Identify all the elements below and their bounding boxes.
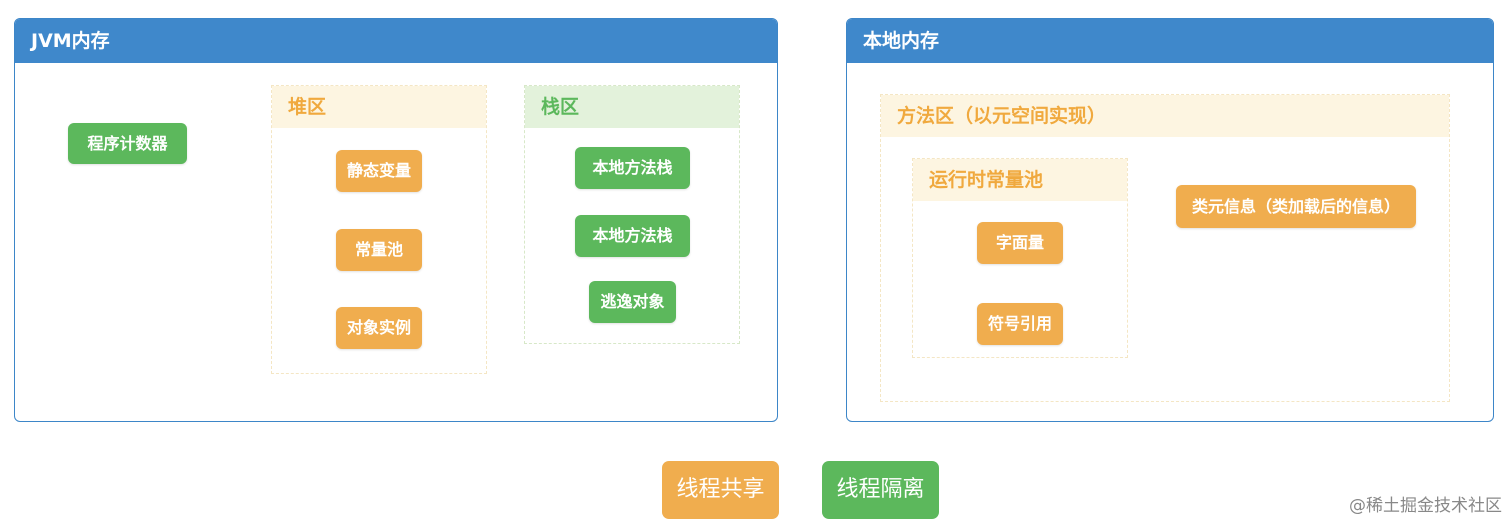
symbolic-references-chip: 符号引用 [977, 303, 1063, 345]
stack-region-title: 栈区 [525, 86, 739, 128]
method-area-title: 方法区（以元空间实现） [881, 95, 1449, 137]
jvm-memory-title: JVM内存 [15, 19, 777, 63]
watermark: @稀土掘金技术社区 [1349, 496, 1502, 516]
constant-pool-chip: 常量池 [336, 229, 422, 271]
native-memory-panel: 本地内存 方法区（以元空间实现） 运行时常量池 字面量 符号引用 类元信息（类加… [846, 18, 1494, 422]
runtime-constant-pool-title: 运行时常量池 [913, 159, 1127, 201]
native-memory-title: 本地内存 [847, 19, 1493, 63]
heap-region: 堆区 静态变量 常量池 对象实例 [271, 85, 487, 374]
program-counter-chip: 程序计数器 [68, 123, 187, 164]
stack-region: 栈区 本地方法栈 本地方法栈 逃逸对象 [524, 85, 740, 344]
escaped-objects-chip: 逃逸对象 [589, 281, 676, 323]
static-variables-chip: 静态变量 [336, 150, 422, 192]
object-instances-chip: 对象实例 [336, 307, 422, 349]
heap-region-title: 堆区 [272, 86, 486, 128]
native-method-stack-chip-1: 本地方法栈 [575, 147, 690, 189]
native-method-stack-chip-2: 本地方法栈 [575, 215, 690, 257]
thread-shared-legend: 线程共享 [662, 461, 779, 519]
class-metadata-chip: 类元信息（类加载后的信息） [1176, 185, 1416, 228]
runtime-constant-pool-region: 运行时常量池 字面量 符号引用 [912, 158, 1128, 358]
jvm-memory-panel: JVM内存 程序计数器 堆区 静态变量 常量池 对象实例 栈区 本地方法栈 本地… [14, 18, 778, 422]
method-area-region: 方法区（以元空间实现） 运行时常量池 字面量 符号引用 类元信息（类加载后的信息… [880, 94, 1450, 402]
thread-isolated-legend: 线程隔离 [822, 461, 939, 519]
literals-chip: 字面量 [977, 222, 1063, 264]
